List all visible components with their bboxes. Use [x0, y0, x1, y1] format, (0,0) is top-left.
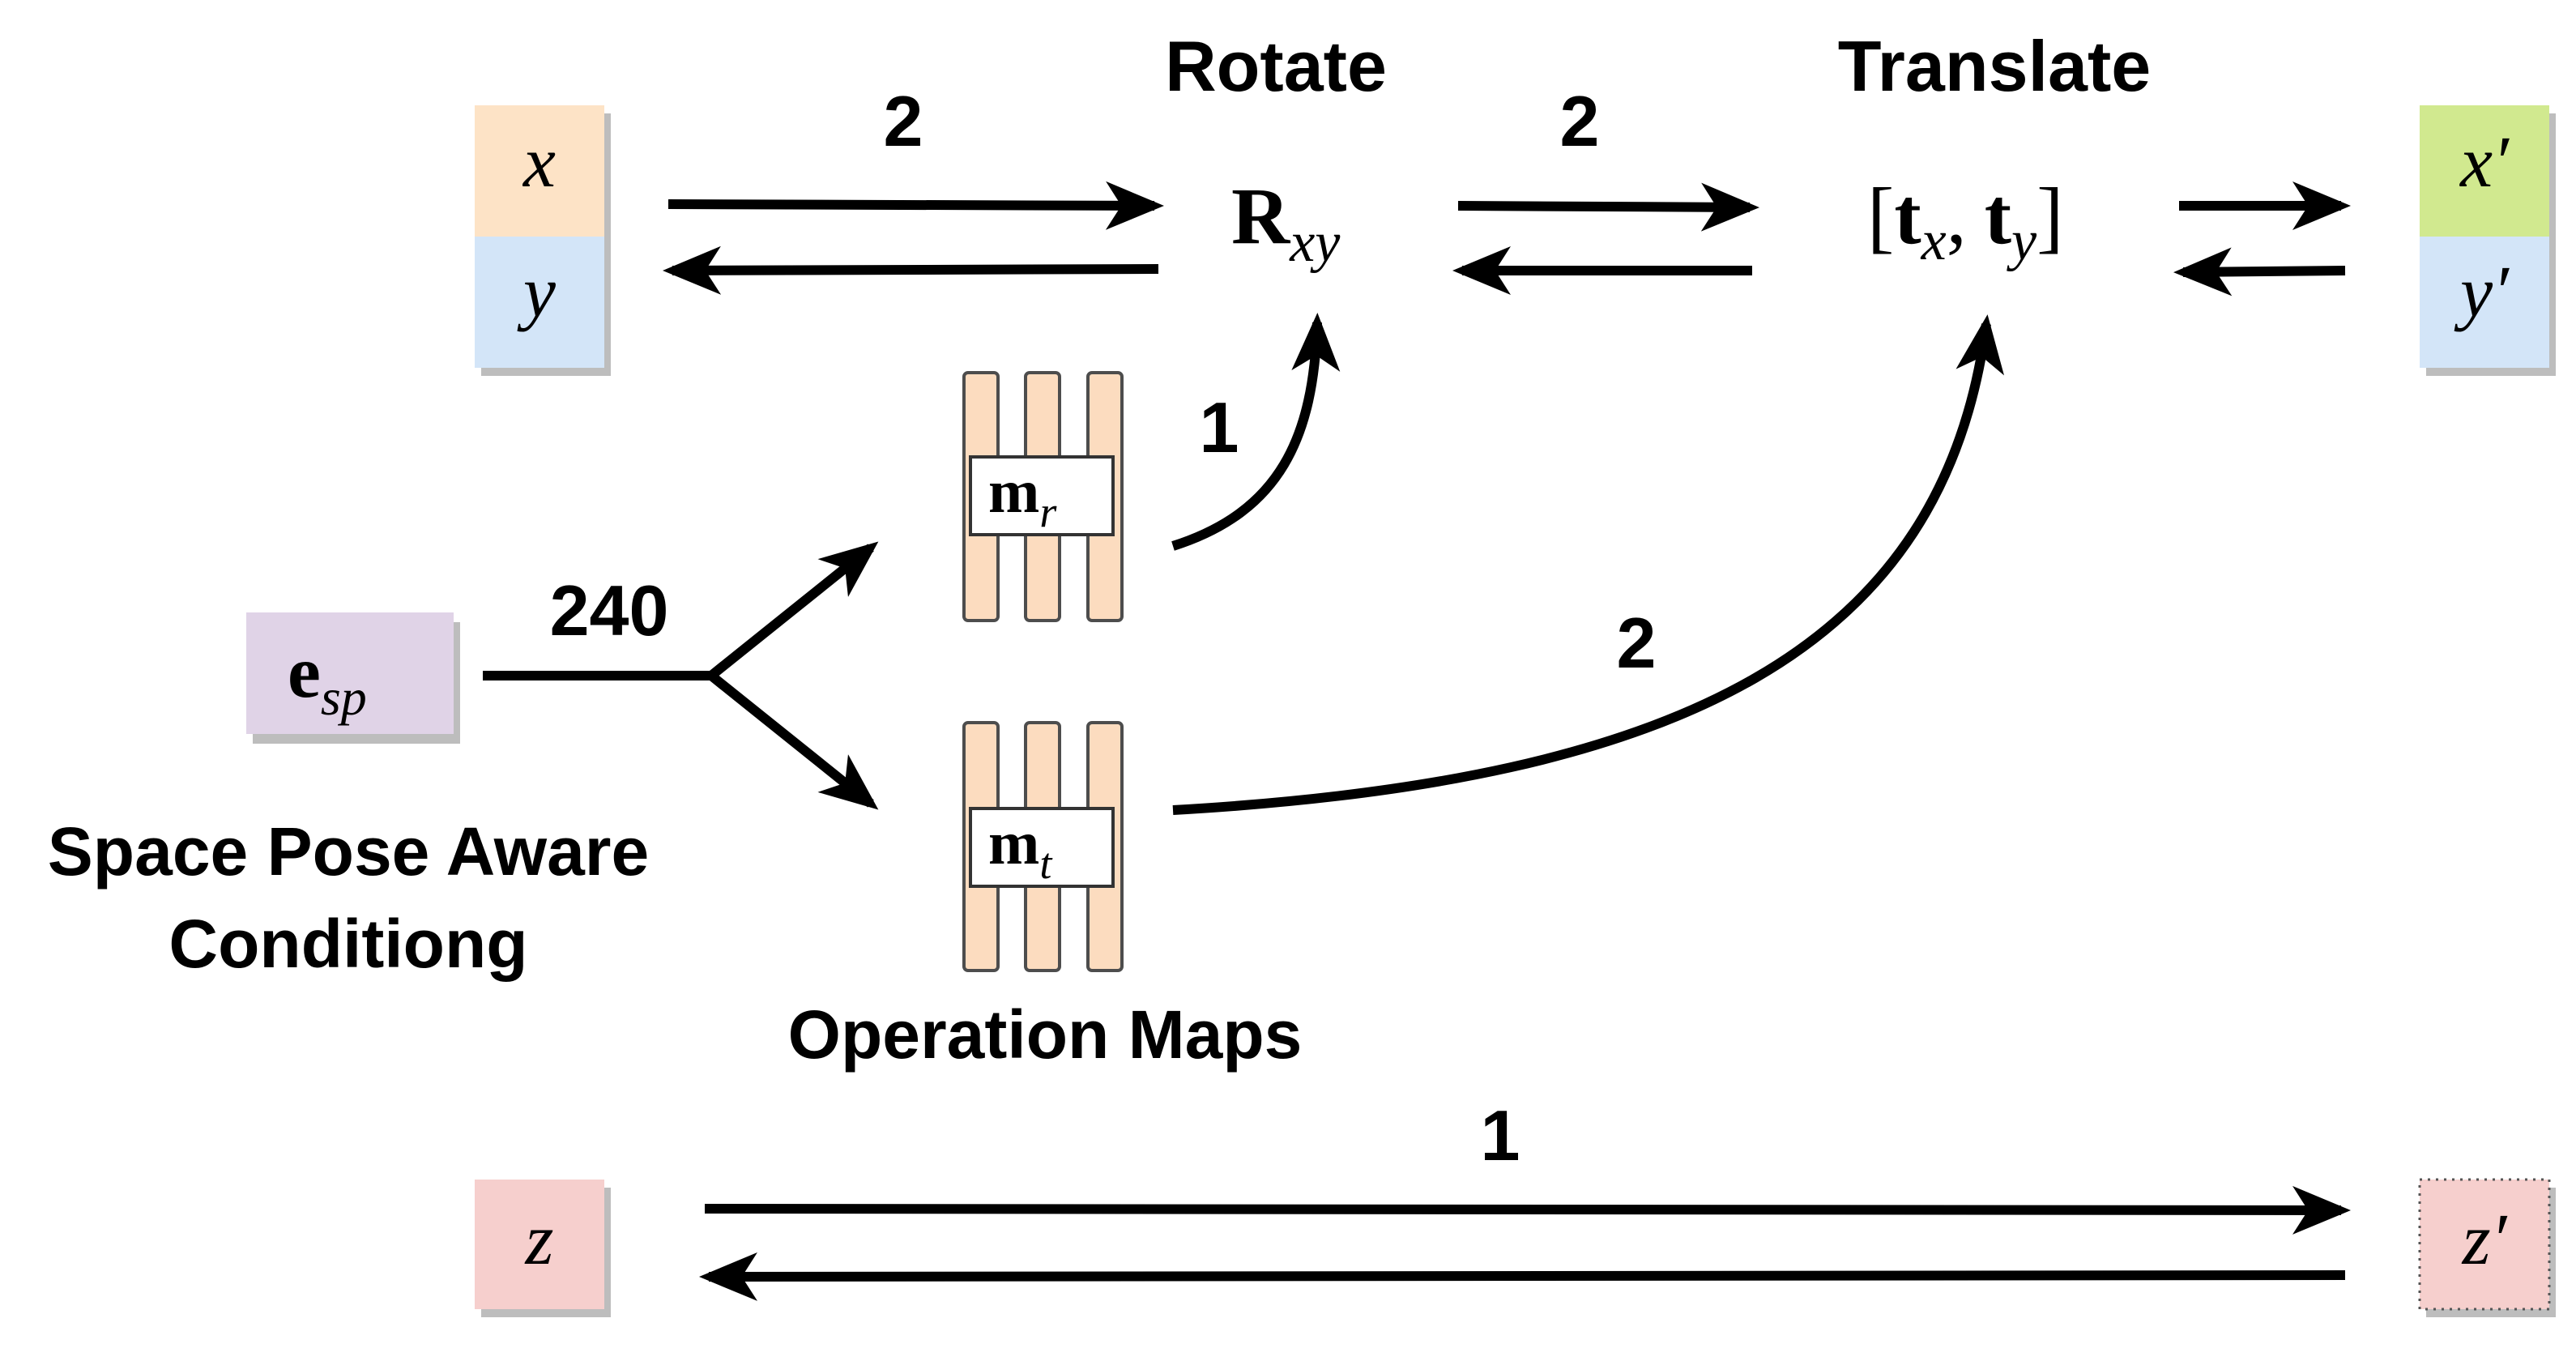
- operation-map-mr: mr: [962, 371, 1124, 622]
- z-prime-symbol: z′: [2461, 1200, 2508, 1280]
- x-prime-cell: [2420, 105, 2549, 237]
- input-xy-block: x y: [475, 105, 611, 376]
- y-cell: [475, 237, 604, 368]
- arrow-zprime-to-z: [699, 1252, 2346, 1301]
- edge-label-rotate-to-translate: 2: [1560, 81, 1600, 161]
- y-prime-cell: [2420, 237, 2549, 368]
- translate-label: Translate: [1838, 26, 2151, 106]
- arrow-rotate-to-translate: [1457, 182, 1759, 232]
- edge-label-esp-split: 240: [550, 570, 669, 651]
- z-symbol: z: [523, 1200, 553, 1280]
- z-cell: [475, 1180, 604, 1309]
- rotation-matrix: Rxy: [1231, 171, 1341, 274]
- x-symbol: x: [522, 122, 556, 203]
- z-prime-cell: [2418, 1178, 2551, 1311]
- operation-map-mt: mt: [962, 721, 1124, 972]
- x-prime-symbol: x′: [2459, 122, 2510, 203]
- y-prime-symbol: y′: [2454, 252, 2510, 332]
- mt-symbol: mt: [988, 809, 1053, 888]
- mr-symbol: mr: [988, 458, 1057, 536]
- arrow-xy-to-rotate: [667, 181, 1164, 230]
- arrow-rotate-to-xy: [663, 245, 1159, 295]
- conditioning-label-line1: Space Pose Aware: [48, 813, 649, 890]
- arrow-z-to-zprime: [704, 1185, 2351, 1235]
- esp-block: esp: [246, 612, 460, 744]
- operation-maps-label: Operation Maps: [788, 996, 1303, 1073]
- rotate-label: Rotate: [1165, 26, 1387, 106]
- arrow-mr-to-rotate: [1171, 313, 1341, 551]
- edge-label-xy-to-rotate: 2: [884, 81, 923, 161]
- y-symbol: y: [517, 252, 556, 332]
- arrow-output-to-translate: [2173, 247, 2346, 297]
- arrow-mt-to-translate: [1172, 314, 2004, 815]
- edge-label-mr-to-rotate: 1: [1200, 387, 1239, 467]
- mr-label-box: [969, 455, 1115, 536]
- edge-label-mt-to-translate: 2: [1617, 603, 1657, 683]
- output-xy-block: x′ y′: [2420, 105, 2556, 376]
- arrow-esp-to-mr: [708, 541, 879, 680]
- z-block: z: [475, 1180, 611, 1317]
- x-cell: [475, 105, 604, 237]
- mt-label-box: [969, 807, 1115, 888]
- z-prime-block: z′: [2418, 1178, 2556, 1317]
- esp-cell: [246, 612, 454, 734]
- translation-vector: [tx,ty]: [1867, 171, 2063, 272]
- edge-label-z-to-zprime: 1: [1481, 1095, 1520, 1175]
- arrow-esp-to-mt: [708, 672, 879, 810]
- conditioning-label-line2: Conditiong: [168, 906, 527, 982]
- esp-symbol: esp: [288, 630, 367, 726]
